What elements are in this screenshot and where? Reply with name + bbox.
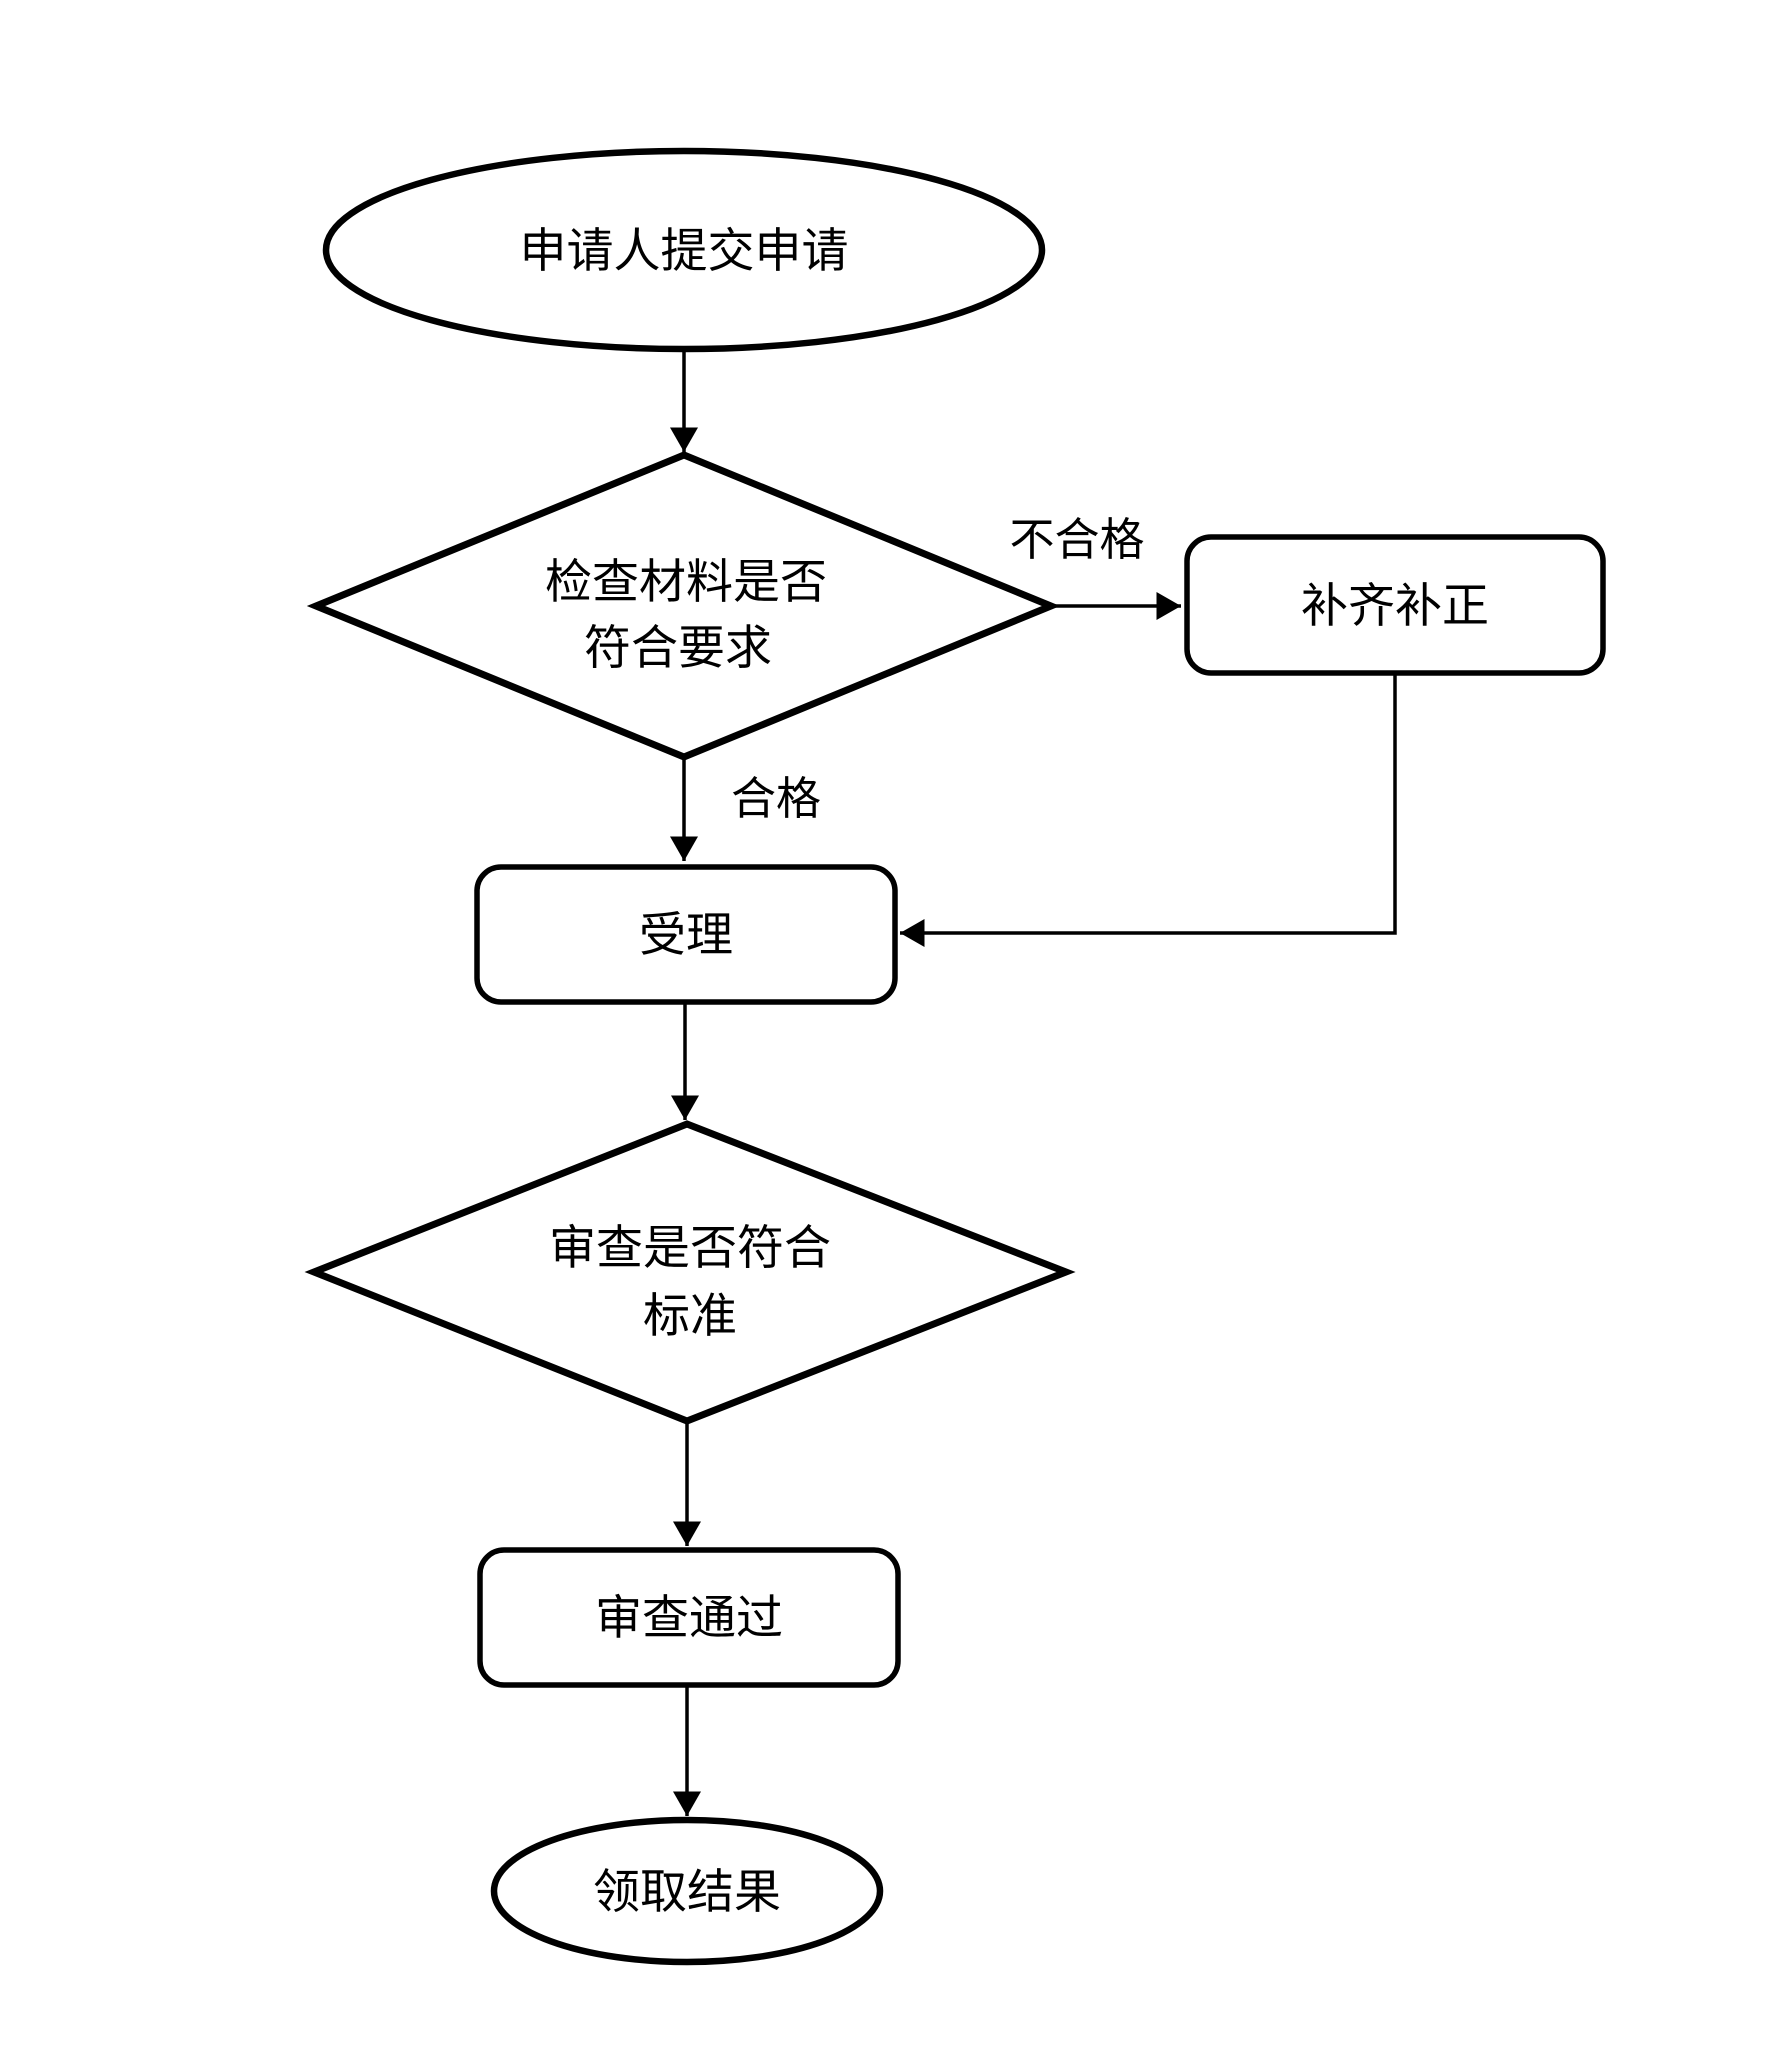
supplement-correct-label: 补齐补正 xyxy=(1301,581,1489,633)
review-standard-diamond xyxy=(304,1120,1076,1425)
end-node-label: 领取结果 xyxy=(593,1867,781,1919)
check-materials-label-line1: 检查材料是否 xyxy=(545,557,827,609)
end-terminator-ellipse xyxy=(490,1816,884,1966)
review-passed-box xyxy=(477,1547,901,1688)
review-standard-label-line2: 标准 xyxy=(643,1291,737,1343)
accept-box xyxy=(474,864,898,1005)
connector-supplement-to-accept xyxy=(900,673,1397,947)
supplement-correct-box xyxy=(1184,534,1606,676)
edge-label-unqualified: 不合格 xyxy=(1009,515,1144,565)
check-materials-label-line2: 符合要求 xyxy=(584,623,772,675)
accept-label: 受理 xyxy=(639,910,733,962)
check-materials-diamond xyxy=(306,451,1061,761)
start-terminator-ellipse xyxy=(322,147,1046,353)
start-node-label: 申请人提交申请 xyxy=(520,226,849,278)
edge-label-qualified: 合格 xyxy=(731,774,821,824)
review-standard-label-line1: 审查是否符合 xyxy=(549,1223,831,1275)
review-passed-label: 审查通过 xyxy=(595,1593,783,1645)
